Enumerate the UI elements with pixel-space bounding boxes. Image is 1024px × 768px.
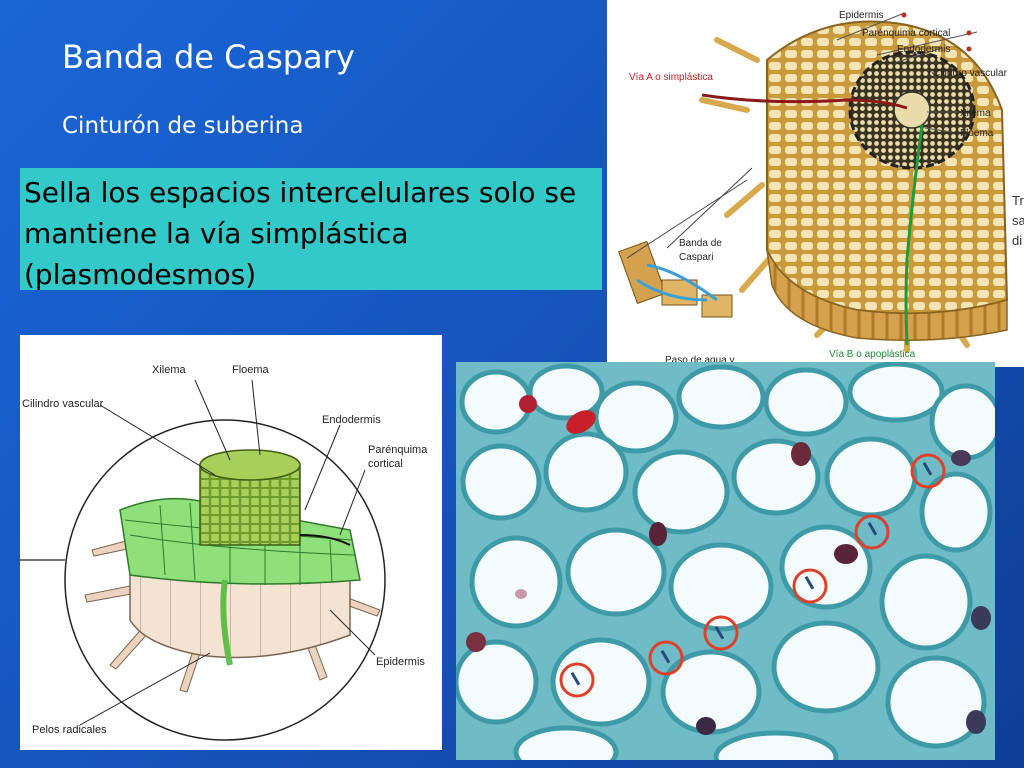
root-schematic-svg: Xilema Floema Cilindro vascular Endoderm…	[20, 364, 428, 741]
label-cilindro: Cilindro vascular	[933, 68, 1008, 79]
symplastic-path	[701, 93, 908, 110]
label-sch-epidermis: Epidermis	[376, 656, 425, 668]
root-pathways-svg: Epidermis Parénquima cortical Endodermis…	[618, 10, 1024, 366]
highlight-circles	[559, 453, 946, 698]
label-via-a: Vía A o simplástica	[629, 72, 713, 83]
root-schematic-diagram: Xilema Floema Cilindro vascular Endoderm…	[20, 335, 442, 750]
callout-box: Sella los espacios intercelulares solo s…	[20, 168, 602, 291]
label-epidermis: Epidermis	[839, 10, 883, 21]
label-leaders	[836, 13, 978, 133]
label-sch-endodermis: Endodermis	[322, 414, 381, 426]
schematic-cylinder-top	[199, 449, 301, 481]
label-via-b: Vía B o apoplástica	[829, 349, 916, 360]
label-sch-xilema: Xilema	[152, 364, 187, 376]
label-sch-floema: Floema	[232, 364, 270, 376]
schematic-pale-block	[129, 574, 351, 659]
label-sch-cilindro: Cilindro vascular	[22, 398, 104, 410]
micrograph-photo	[456, 362, 995, 760]
apoplastic-path	[904, 124, 924, 346]
label-frag-1: Tr	[1012, 193, 1024, 208]
root-cut-face	[766, 249, 1008, 341]
slide-title: Banda de Caspary	[62, 38, 355, 76]
micrograph-cells	[456, 362, 995, 760]
xylem-center	[893, 91, 931, 129]
label-frag-2: sa	[1012, 213, 1024, 228]
label-endodermis: Endodermis	[897, 44, 950, 55]
label-sch-parenquima-2: cortical	[368, 458, 403, 470]
label-banda-1: Banda de	[679, 238, 722, 249]
label-banda-2: Caspari	[679, 252, 713, 263]
root-pathways-diagram: Epidermis Parénquima cortical Endodermis…	[607, 0, 1024, 367]
micrograph-nuclei	[466, 395, 991, 735]
label-markers	[901, 12, 972, 52]
label-sch-parenquima-1: Parénquima	[368, 444, 428, 456]
label-paso: Paso de agua y	[665, 355, 735, 366]
label-floema: Floema	[960, 128, 994, 139]
label-sch-pelos: Pelos radicales	[32, 724, 107, 736]
slide-subtitle: Cinturón de suberina	[62, 113, 304, 139]
label-frag-3: di	[1012, 233, 1022, 248]
label-parenquima: Parénquima cortical	[862, 28, 950, 39]
micrograph-svg	[456, 362, 995, 760]
micrograph-bands	[570, 461, 933, 686]
schematic-leaders	[79, 379, 376, 726]
label-xilema: Xilema	[960, 108, 991, 119]
casparian-band-inset	[618, 167, 753, 318]
